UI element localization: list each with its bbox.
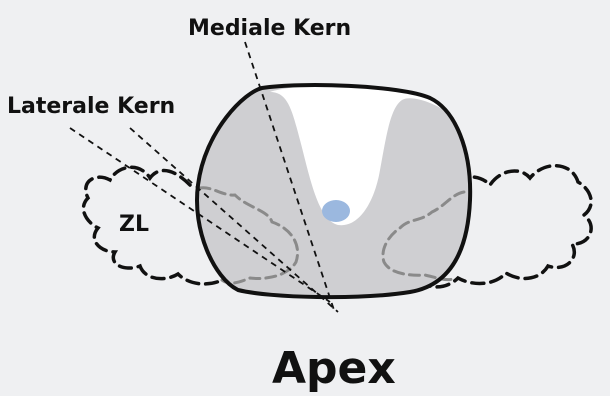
diagram-title: Apex: [272, 347, 396, 391]
medial-kern-label: Mediale Kern: [188, 18, 351, 40]
lateral-kern-label: Laterale Kern: [7, 96, 175, 118]
blue-dot: [322, 200, 350, 222]
zl-label: ZL: [119, 214, 149, 236]
